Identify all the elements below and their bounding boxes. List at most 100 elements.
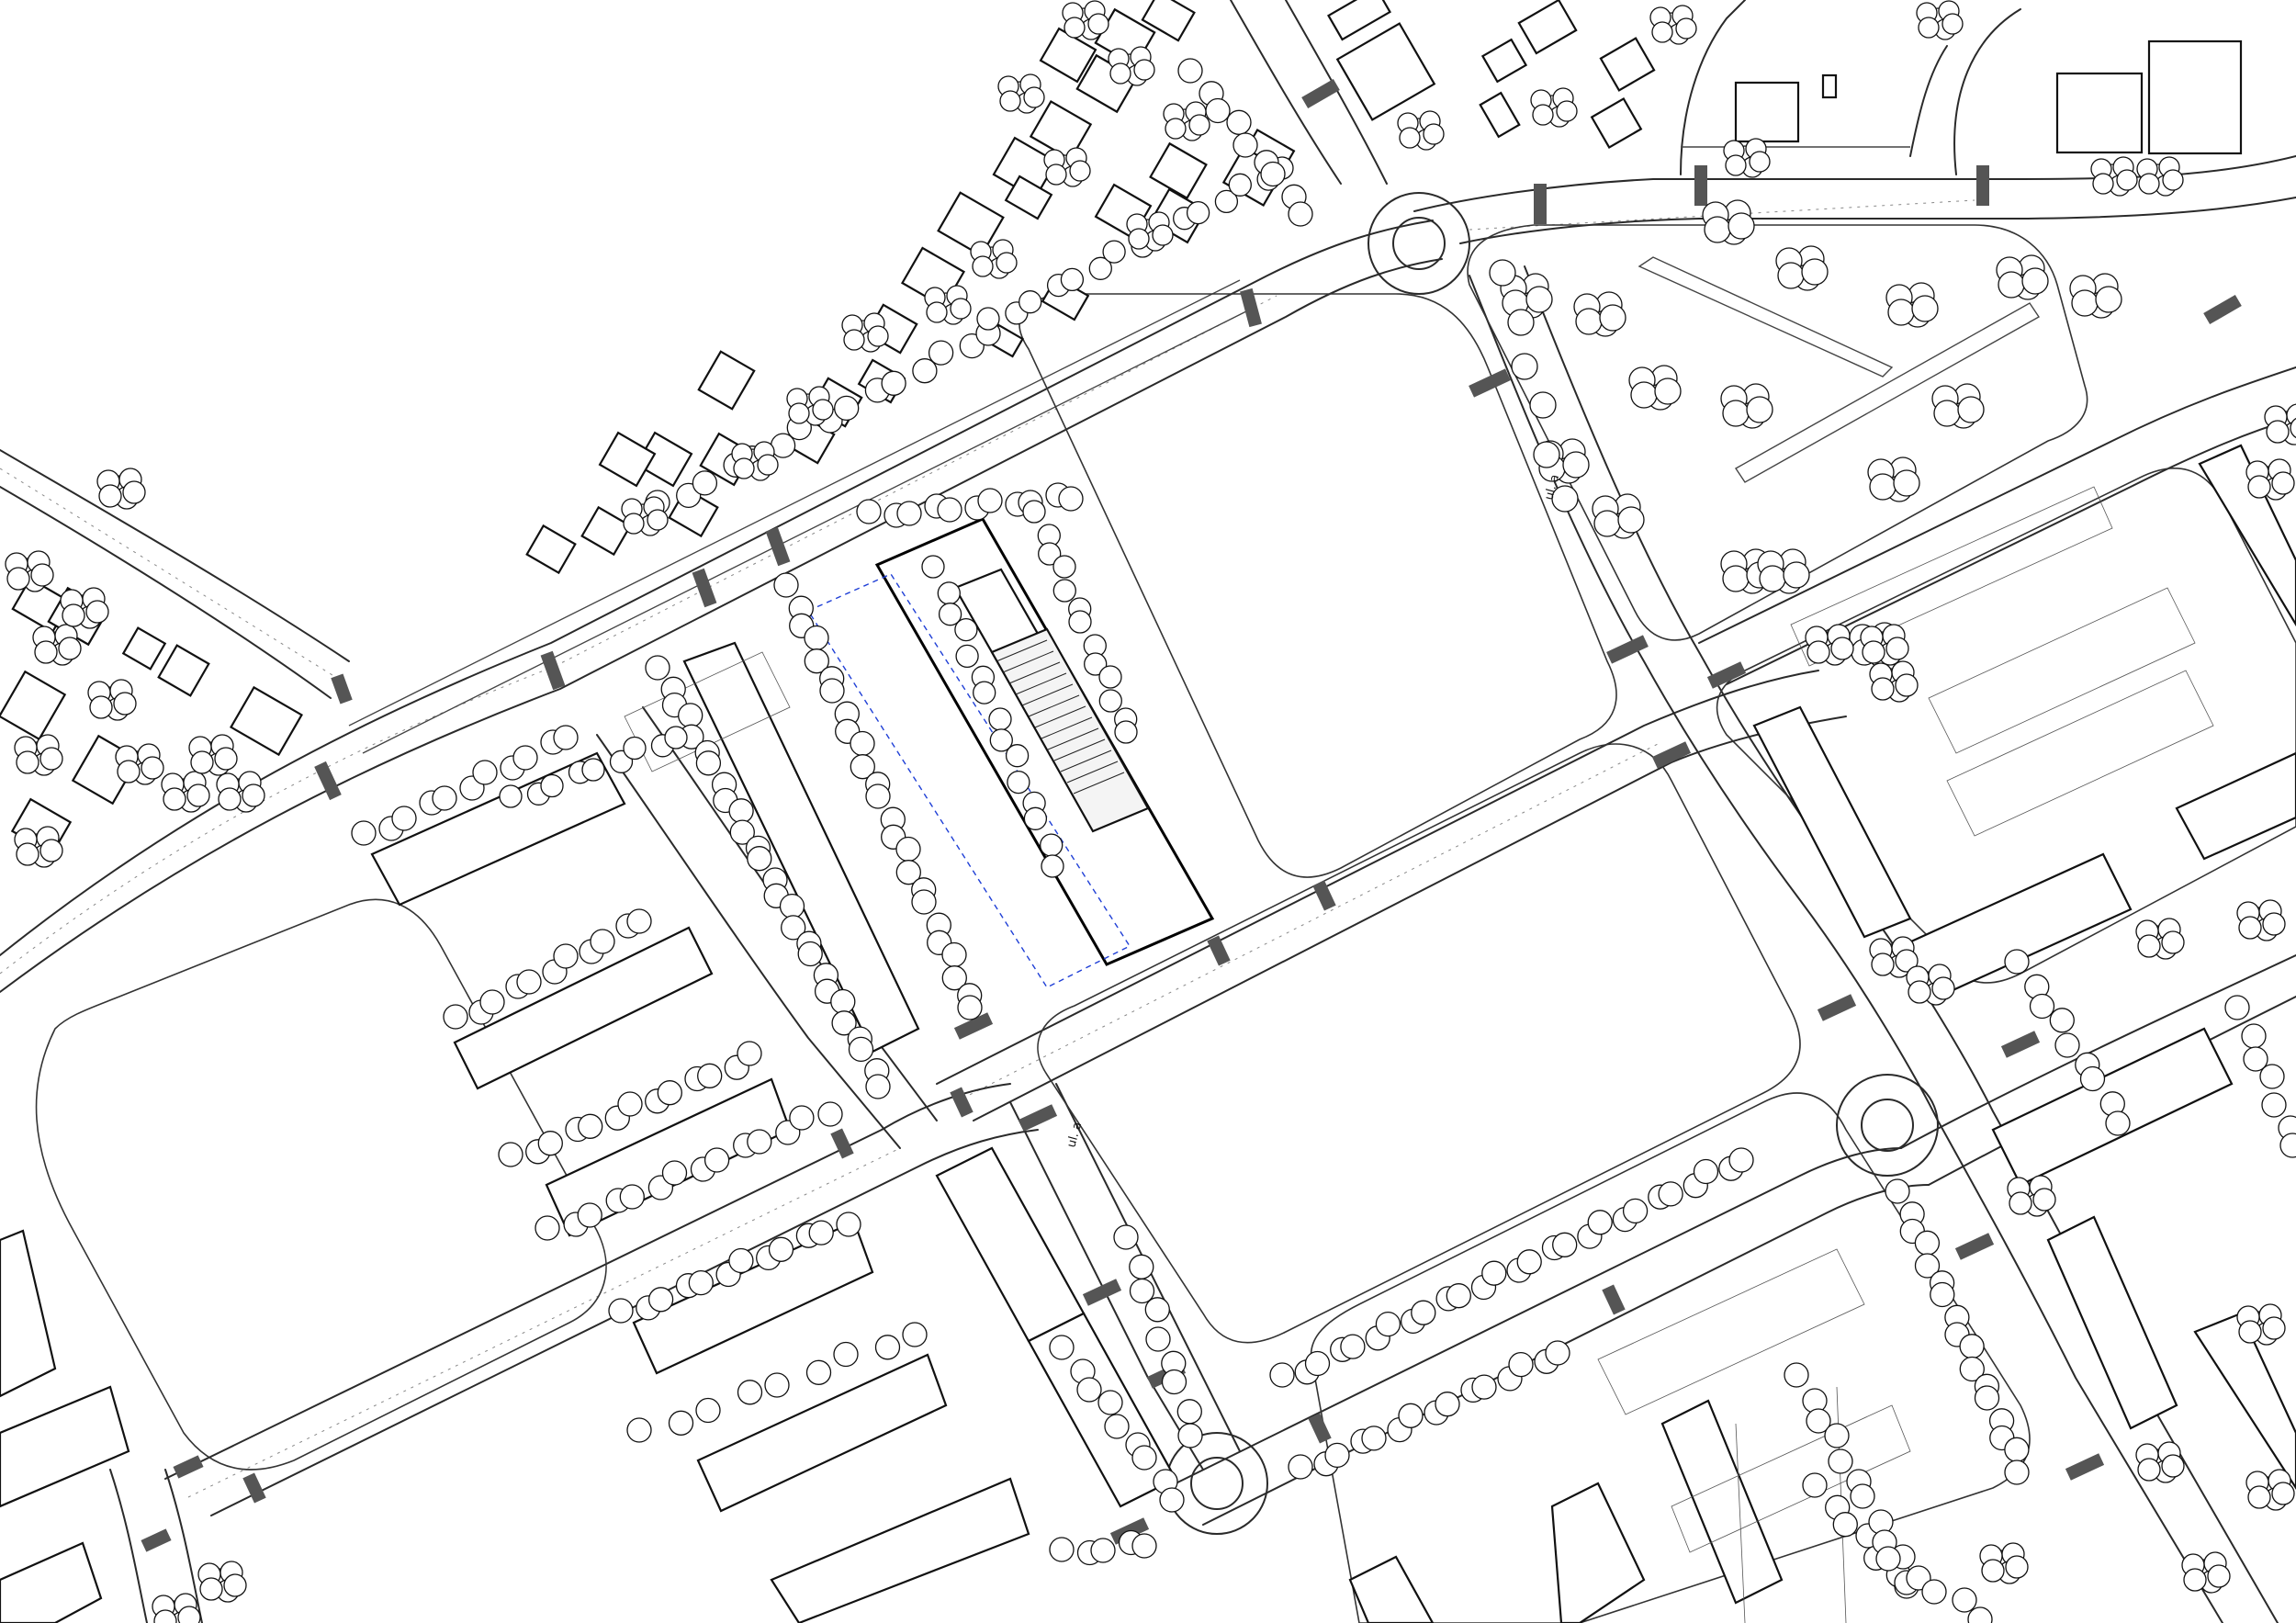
tree-icon: [1802, 1472, 1828, 1498]
tree-icon: [1058, 486, 1084, 512]
tree-icon: [2032, 1188, 2056, 1212]
tree-icon: [1088, 256, 1112, 280]
tree-icon: [122, 480, 146, 504]
tree-icon: [788, 402, 810, 424]
tree-icon: [2138, 173, 2160, 195]
tree-icon: [1587, 1210, 1613, 1235]
tree-icon: [664, 726, 688, 750]
street-labels: ul. a ul. a: [1064, 473, 1562, 1149]
tree-icon: [1098, 665, 1122, 689]
tree-icon: [1828, 1448, 1853, 1474]
tree-icon: [1128, 228, 1150, 250]
tree-icon: [1875, 1546, 1901, 1572]
tree-icon: [1040, 833, 1064, 857]
tree-icon: [1658, 1181, 1683, 1207]
tree-icon: [2095, 286, 2122, 313]
tree-icon: [895, 860, 921, 885]
tree-icon: [581, 758, 605, 782]
tree-icon: [1630, 381, 1658, 409]
street-label-ul-a-south: ul. a: [1064, 1121, 1085, 1149]
tree-icon: [2161, 930, 2185, 954]
tree-icon: [1908, 980, 1931, 1004]
tree-icon: [2137, 1458, 2161, 1482]
tree-icon: [830, 988, 856, 1015]
tree-icon: [874, 1335, 901, 1360]
tree-icon: [797, 941, 823, 967]
tree-icon: [540, 773, 564, 798]
tree-icon: [988, 707, 1012, 731]
tree-icon: [2029, 993, 2055, 1020]
tree-icon: [773, 572, 799, 598]
tree-icon: [623, 513, 645, 535]
tree-icon: [1974, 1385, 2000, 1411]
tree-icon: [977, 488, 1003, 513]
tree-icon: [1446, 1283, 1471, 1309]
tree-icon: [950, 298, 972, 320]
tree-icon: [351, 820, 377, 846]
tree-icon: [186, 783, 210, 807]
tree-icon: [1654, 378, 1682, 405]
tree-icon: [1019, 290, 1042, 314]
tree-icon: [1918, 17, 1940, 39]
tree-icon: [223, 1573, 247, 1597]
tree-icon: [2224, 995, 2250, 1020]
tree-icon: [1176, 1399, 1202, 1425]
tree-icon: [747, 846, 772, 872]
tree-icon: [1068, 610, 1092, 634]
tree-icon: [1159, 1487, 1185, 1513]
tree-icon: [747, 1129, 772, 1155]
tree-icon: [941, 965, 967, 991]
tree-icon: [757, 454, 779, 476]
tree-icon: [391, 806, 417, 831]
tree-icon: [2290, 417, 2296, 439]
tree-icon: [1545, 1340, 1570, 1366]
tree-icon: [976, 307, 1000, 331]
tree-icon: [1957, 396, 1985, 423]
tree-icon: [1152, 224, 1174, 246]
tree-icon: [1722, 400, 1750, 427]
tree-icon: [1133, 59, 1155, 81]
tree-icon: [1177, 58, 1203, 84]
tree-icon: [1959, 1334, 1985, 1359]
tree-icon: [2271, 1482, 2295, 1505]
tree-icon: [153, 1609, 177, 1623]
tree-icon: [938, 603, 962, 626]
tree-icon: [941, 941, 967, 968]
tree-icon: [39, 839, 63, 862]
tree-icon: [817, 1101, 843, 1127]
tree-icon: [1933, 400, 1961, 427]
tree-icon: [729, 819, 755, 845]
tree-icon: [2241, 1023, 2267, 1049]
tree-icon: [647, 509, 669, 531]
tree-icon: [1704, 216, 1731, 243]
tree-icon: [30, 563, 54, 587]
tree-icon: [645, 655, 670, 681]
tree-icon: [1087, 13, 1109, 35]
tree-icon: [867, 325, 889, 347]
tree-icon: [553, 943, 579, 969]
tree-icon: [1214, 189, 1239, 214]
tree-icon: [1998, 271, 2025, 299]
tree-icon: [2004, 949, 2030, 975]
tree-icon: [443, 1004, 468, 1030]
tree-icon: [617, 1091, 643, 1117]
tree-icon: [16, 842, 39, 866]
tree-icon: [1226, 109, 1252, 135]
tree-icon: [1885, 637, 1909, 660]
tree-icon: [926, 301, 948, 323]
tree-icon: [808, 1220, 834, 1245]
tree-icon: [647, 1287, 674, 1313]
tree-icon: [2243, 1046, 2268, 1072]
tree-icon: [804, 625, 829, 651]
tree-icon: [1784, 1362, 1809, 1388]
tree-icon: [865, 783, 891, 809]
tree-icon: [937, 497, 962, 523]
tree-icon: [6, 567, 30, 591]
tree-icon: [623, 736, 647, 761]
tree-icon: [141, 756, 164, 780]
tree-icon: [98, 484, 122, 508]
tree-icon: [1508, 1351, 1534, 1378]
tree-icon: [781, 915, 806, 941]
tree-icon: [578, 1113, 603, 1139]
tree-icon: [1423, 123, 1445, 145]
